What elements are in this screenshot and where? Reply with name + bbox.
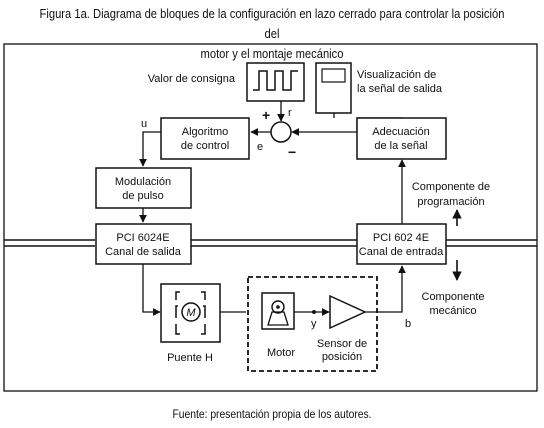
sensor-label-line-2: posición <box>322 351 362 363</box>
mechanical-label-line-2: mecánico <box>429 305 476 317</box>
display-label-line-1: Visualización de <box>357 69 436 81</box>
r-label: r <box>288 107 292 119</box>
block-control-algorithm <box>160 117 250 160</box>
minus-sign: − <box>288 144 296 160</box>
block-pci-output <box>95 223 192 265</box>
block-control-algorithm-line-2: de control <box>181 140 229 152</box>
mechanical-label-line-1: Componente <box>422 291 485 303</box>
block-pci-input-line-1: PCI 602 4E <box>373 232 429 244</box>
b-label: b <box>405 318 411 330</box>
sensor-label-line-1: Sensor de <box>317 338 367 350</box>
figure-title-line-1: Figura 1a. Diagrama de bloques de la con… <box>39 6 505 41</box>
setpoint-label: Valor de consigna <box>148 73 236 85</box>
pci-bus <box>4 239 537 247</box>
motor-icon <box>267 300 289 326</box>
figure-title-line-2: motor y el montaje mecánico <box>200 46 344 61</box>
position-sensor <box>329 294 367 330</box>
motor-symbol-label: M <box>186 307 196 319</box>
display-screen-icon <box>321 68 346 83</box>
block-pci-output-line-2: Canal de salida <box>105 246 182 258</box>
block-pci-output-line-1: PCI 6024E <box>116 232 169 244</box>
mechanical-assembly-group <box>247 276 378 372</box>
figure-source: Fuente: presentación propia de los autor… <box>172 407 372 421</box>
block-pci-input <box>356 223 447 265</box>
programming-label-line-2: programación <box>417 196 484 208</box>
h-bridge-label: Puente H <box>167 352 213 364</box>
block-pulse-modulation <box>95 167 192 209</box>
y-label: y <box>311 318 317 330</box>
motor-block <box>261 292 295 330</box>
figure-title: Figura 1a. Diagrama de bloques de la con… <box>38 4 506 64</box>
plus-sign: + <box>262 107 270 123</box>
u-label: u <box>141 118 147 130</box>
summing-junction <box>270 121 292 143</box>
diagram-frame <box>3 43 538 392</box>
block-signal-conditioning <box>356 117 447 160</box>
block-signal-conditioning-line-1: Adecuación <box>372 126 430 138</box>
motor-symbol-icon <box>181 302 201 322</box>
block-pci-input-line-2: Canal de entrada <box>359 246 444 258</box>
block-signal-conditioning-line-2: de la señal <box>374 140 427 152</box>
motor-label: Motor <box>267 347 295 359</box>
e-label: e <box>257 141 263 153</box>
h-bridge-switches-icon <box>175 291 206 335</box>
block-pulse-modulation-line-1: Modulación <box>115 176 171 188</box>
display-label-line-2: la señal de salida <box>357 83 443 95</box>
output-display <box>315 62 352 114</box>
square-wave-icon <box>253 70 298 91</box>
block-pulse-modulation-line-2: de pulso <box>122 190 164 202</box>
programming-label-line-1: Componente de <box>412 181 490 193</box>
block-control-algorithm-line-1: Algoritmo <box>182 126 228 138</box>
